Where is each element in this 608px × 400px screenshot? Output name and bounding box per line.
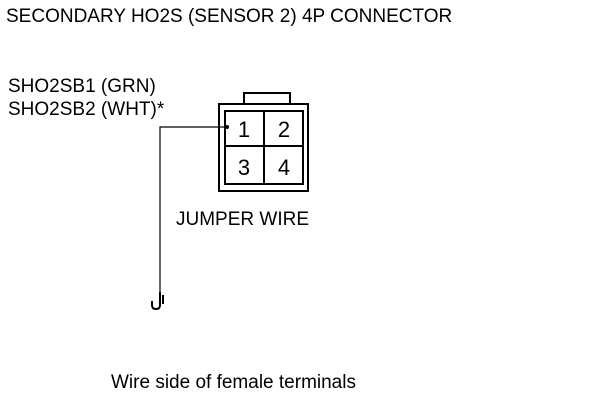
ground-icon bbox=[151, 292, 161, 311]
pin-cell-4 bbox=[263, 145, 304, 185]
wire-label-sho2sb1: SHO2SB1 (GRN) bbox=[8, 76, 156, 97]
diagram-caption: Wire side of female terminals bbox=[111, 372, 356, 393]
jumper-wire-label: JUMPER WIRE bbox=[176, 209, 309, 230]
jumper-wire bbox=[159, 126, 227, 295]
pin-number-3: 3 bbox=[238, 155, 250, 180]
wire-label-sho2sb2: SHO2SB2 (WHT)* bbox=[8, 99, 165, 120]
connector-body bbox=[218, 103, 309, 192]
pin-number-1: 1 bbox=[238, 117, 250, 142]
pin-number-2: 2 bbox=[278, 117, 290, 142]
pin-number-4: 4 bbox=[278, 155, 290, 180]
connector-latch bbox=[243, 92, 291, 104]
diagram-title: SECONDARY HO2S (SENSOR 2) 4P CONNECTOR bbox=[6, 6, 453, 27]
